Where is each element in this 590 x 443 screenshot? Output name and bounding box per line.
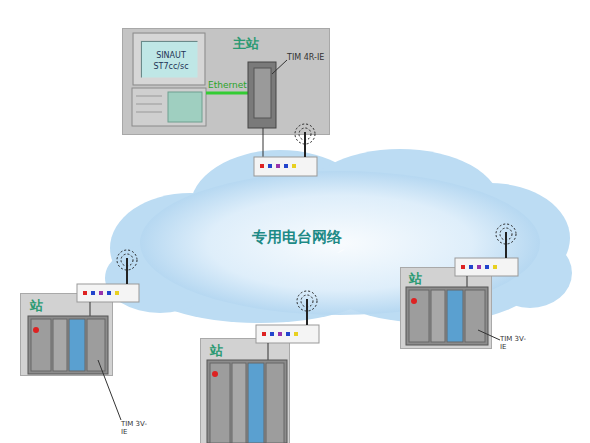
radio-modem — [455, 224, 518, 276]
cable — [467, 276, 468, 287]
module-label: TIM 3V-IE — [121, 420, 147, 436]
leader-line — [478, 330, 500, 340]
pc-panel — [168, 92, 202, 122]
ethernet-line — [206, 92, 249, 95]
plc-rack — [207, 360, 287, 443]
monitor-outline — [133, 33, 205, 85]
pc-base — [132, 88, 206, 126]
plc-rack — [28, 316, 108, 374]
monitor-frame — [137, 37, 201, 81]
network-label: Ethernet — [208, 80, 247, 90]
tim-module — [248, 62, 276, 128]
node-text: 站 — [409, 270, 422, 288]
radio-modem — [256, 291, 319, 343]
radio-modem — [77, 250, 139, 302]
pc-detail — [136, 112, 162, 113]
node-text: SINAUT ST7cc/sc — [144, 50, 198, 72]
node-text: 主站 — [233, 35, 259, 53]
leader-line — [98, 360, 121, 420]
radio-network-cloud: 专用电台网络 — [100, 138, 575, 328]
pc-detail — [136, 96, 162, 97]
module-label: TIM 4R-IE — [287, 53, 324, 62]
leader-line — [272, 60, 287, 74]
module-label: TIM 3V-IE — [500, 335, 526, 351]
radio-modem — [254, 124, 317, 176]
plc-rack — [406, 287, 488, 345]
cable — [268, 343, 269, 360]
node-text: 专用电台网络 — [252, 228, 342, 247]
tim-front — [254, 68, 271, 118]
node-text: 站 — [210, 342, 223, 360]
cable — [90, 302, 91, 316]
cable — [263, 128, 264, 157]
node-text: 站 — [30, 297, 43, 315]
monitor-screen: SINAUT ST7cc/sc — [141, 41, 201, 81]
pc-detail — [136, 104, 162, 105]
